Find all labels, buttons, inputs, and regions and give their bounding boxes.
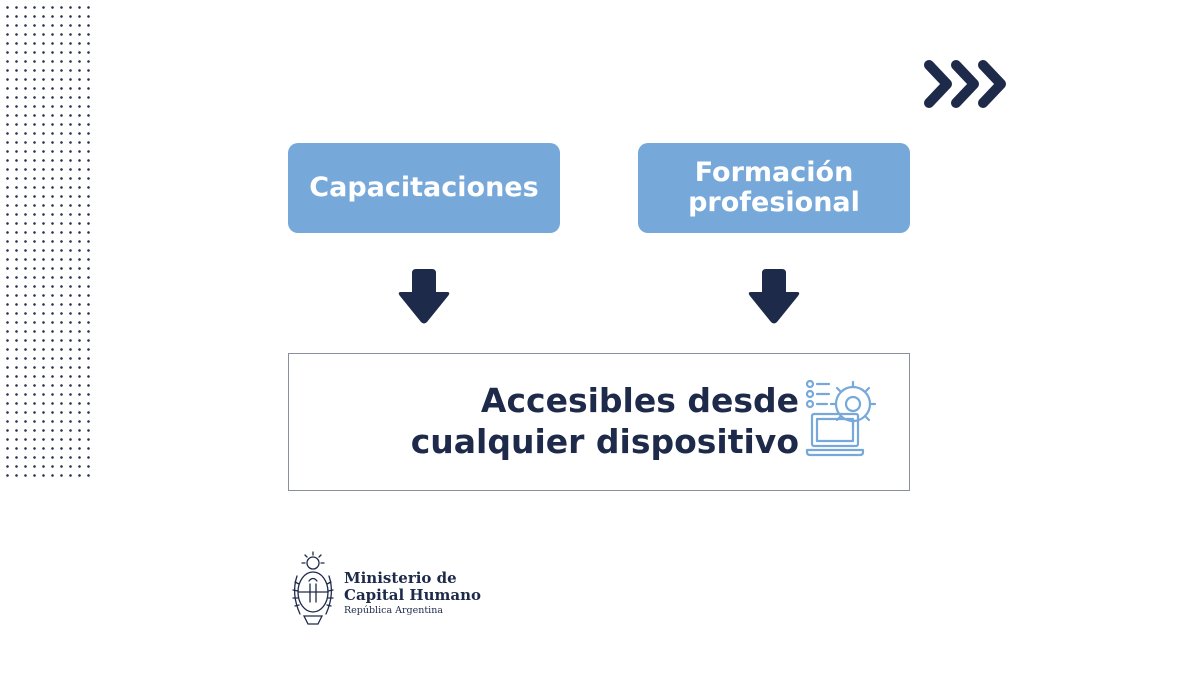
result-line2: cualquier dispositivo — [410, 422, 799, 461]
arrow-down-icon — [748, 269, 800, 324]
result-line1: Accesibles desde — [480, 381, 799, 420]
capacitaciones-box: Capacitaciones — [288, 143, 560, 233]
result-text: Accesibles desde cualquier dispositivo — [329, 380, 799, 462]
ministry-logo: Ministerio de Capital Humano República A… — [288, 550, 548, 634]
ministry-name: Ministerio de Capital Humano República A… — [344, 570, 481, 618]
arrow-down-icon — [398, 269, 450, 324]
laptop-gear-icon — [805, 379, 877, 457]
country-name: República Argentina — [344, 605, 443, 616]
triple-chevron-right-icon — [924, 60, 1006, 108]
formacion-label-line1: Formación — [694, 157, 854, 188]
capacitaciones-label: Capacitaciones — [309, 172, 539, 203]
dot-grid-pattern — [0, 0, 90, 478]
accessibility-result-box: Accesibles desde cualquier dispositivo — [288, 353, 910, 491]
ministry-name-line1: Ministerio de — [344, 569, 457, 587]
formacion-label-line2: profesional — [688, 187, 860, 218]
ministry-name-line2: Capital Humano — [344, 586, 481, 604]
formacion-profesional-box: Formación profesional — [638, 143, 910, 233]
national-coat-of-arms-icon — [292, 551, 334, 625]
